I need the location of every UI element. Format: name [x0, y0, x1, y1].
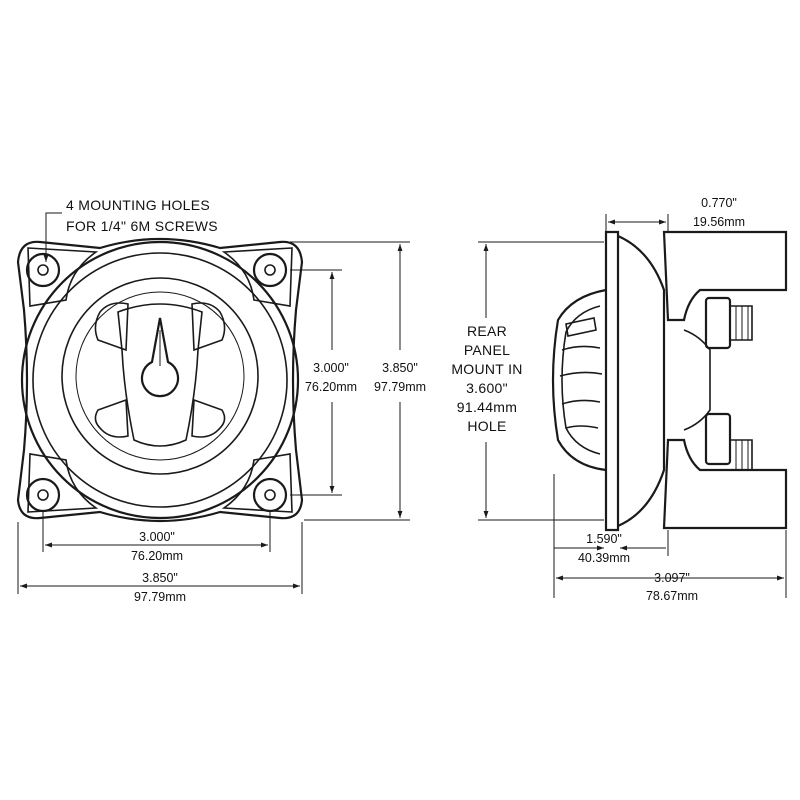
mounting-hole-top-right: [252, 252, 288, 288]
side-housing-body: [617, 234, 666, 528]
overall-width-label-in: 3.850": [142, 571, 178, 585]
side-knob-rib-1: [561, 345, 601, 351]
overall-height-label-mm: 97.79mm: [374, 380, 426, 394]
side-panel-flange: [604, 230, 620, 532]
panel-note-line6: HOLE: [467, 418, 506, 434]
hole-spacing-v-label-mm: 76.20mm: [305, 380, 357, 394]
front-view: 4 MOUNTING HOLES FOR 1/4" 6M SCREWS 3.00…: [16, 197, 426, 604]
side-knob-pointer: [565, 317, 597, 337]
corner-pad-top-right: [221, 247, 293, 307]
side-knob-rib-2: [559, 371, 603, 377]
corner-pad-bottom-right: [221, 453, 293, 513]
front-depth-label-mm: 40.39mm: [578, 551, 630, 565]
knob-outer-ring: [20, 240, 300, 520]
base-depth-label-in: 0.770": [701, 196, 737, 210]
side-terminal-upper: [704, 296, 753, 350]
knob-wing-lower-right: [191, 398, 226, 438]
mounting-hole-top-left: [25, 252, 61, 288]
knob-center-hub: [117, 303, 203, 447]
side-base-lower: [662, 438, 788, 530]
mounting-hole-bottom-right: [252, 477, 288, 513]
base-depth-label-mm: 19.56mm: [693, 215, 745, 229]
knob-wing-lower-left: [94, 398, 129, 438]
knob-pointer: [140, 317, 180, 398]
mounting-note-line1: 4 MOUNTING HOLES: [66, 197, 210, 213]
side-rear-stem: [683, 329, 711, 431]
overall-width-label-mm: 97.79mm: [134, 590, 186, 604]
hole-spacing-h-label-mm: 76.20mm: [131, 549, 183, 563]
side-knob-dome: [551, 288, 607, 472]
knob-wing-upper-left: [94, 302, 129, 352]
mounting-note-leader: [43, 212, 62, 262]
front-depth-label-in: 1.590": [586, 532, 622, 546]
knob-wing-upper-right: [191, 302, 226, 352]
knob-rim-ring: [32, 252, 288, 508]
panel-note-line3: MOUNT IN: [451, 361, 522, 377]
mounting-hole-bottom-left: [25, 477, 61, 513]
hole-spacing-v-label-in: 3.000": [313, 361, 349, 375]
panel-note-line2: PANEL: [464, 342, 510, 358]
overall-depth-label-mm: 78.67mm: [646, 589, 698, 603]
panel-note-line5: 91.44mm: [457, 399, 517, 415]
mounting-note-line2: FOR 1/4" 6M SCREWS: [66, 218, 218, 234]
side-terminal-lower: [704, 412, 753, 471]
panel-note-line1: REAR: [467, 323, 507, 339]
side-knob-rib-4: [565, 425, 599, 429]
knob-inner-ring: [75, 291, 245, 461]
corner-pad-top-left: [27, 247, 99, 307]
overall-height-label-in: 3.850": [382, 361, 418, 375]
side-view: 0.770" 19.56mm REAR PANEL MOUNT IN 3.600…: [451, 196, 788, 603]
side-knob-rib-3: [561, 399, 601, 405]
base-plate-outline: [16, 237, 304, 523]
side-base-upper: [662, 230, 788, 322]
overall-depth-label-in: 3.097": [654, 571, 690, 585]
hole-spacing-h-label-in: 3.000": [139, 530, 175, 544]
panel-note-line4: 3.600": [466, 380, 508, 396]
knob-face-ring: [61, 277, 259, 475]
corner-pad-bottom-left: [27, 453, 99, 513]
side-knob-dome-inner: [561, 305, 601, 455]
